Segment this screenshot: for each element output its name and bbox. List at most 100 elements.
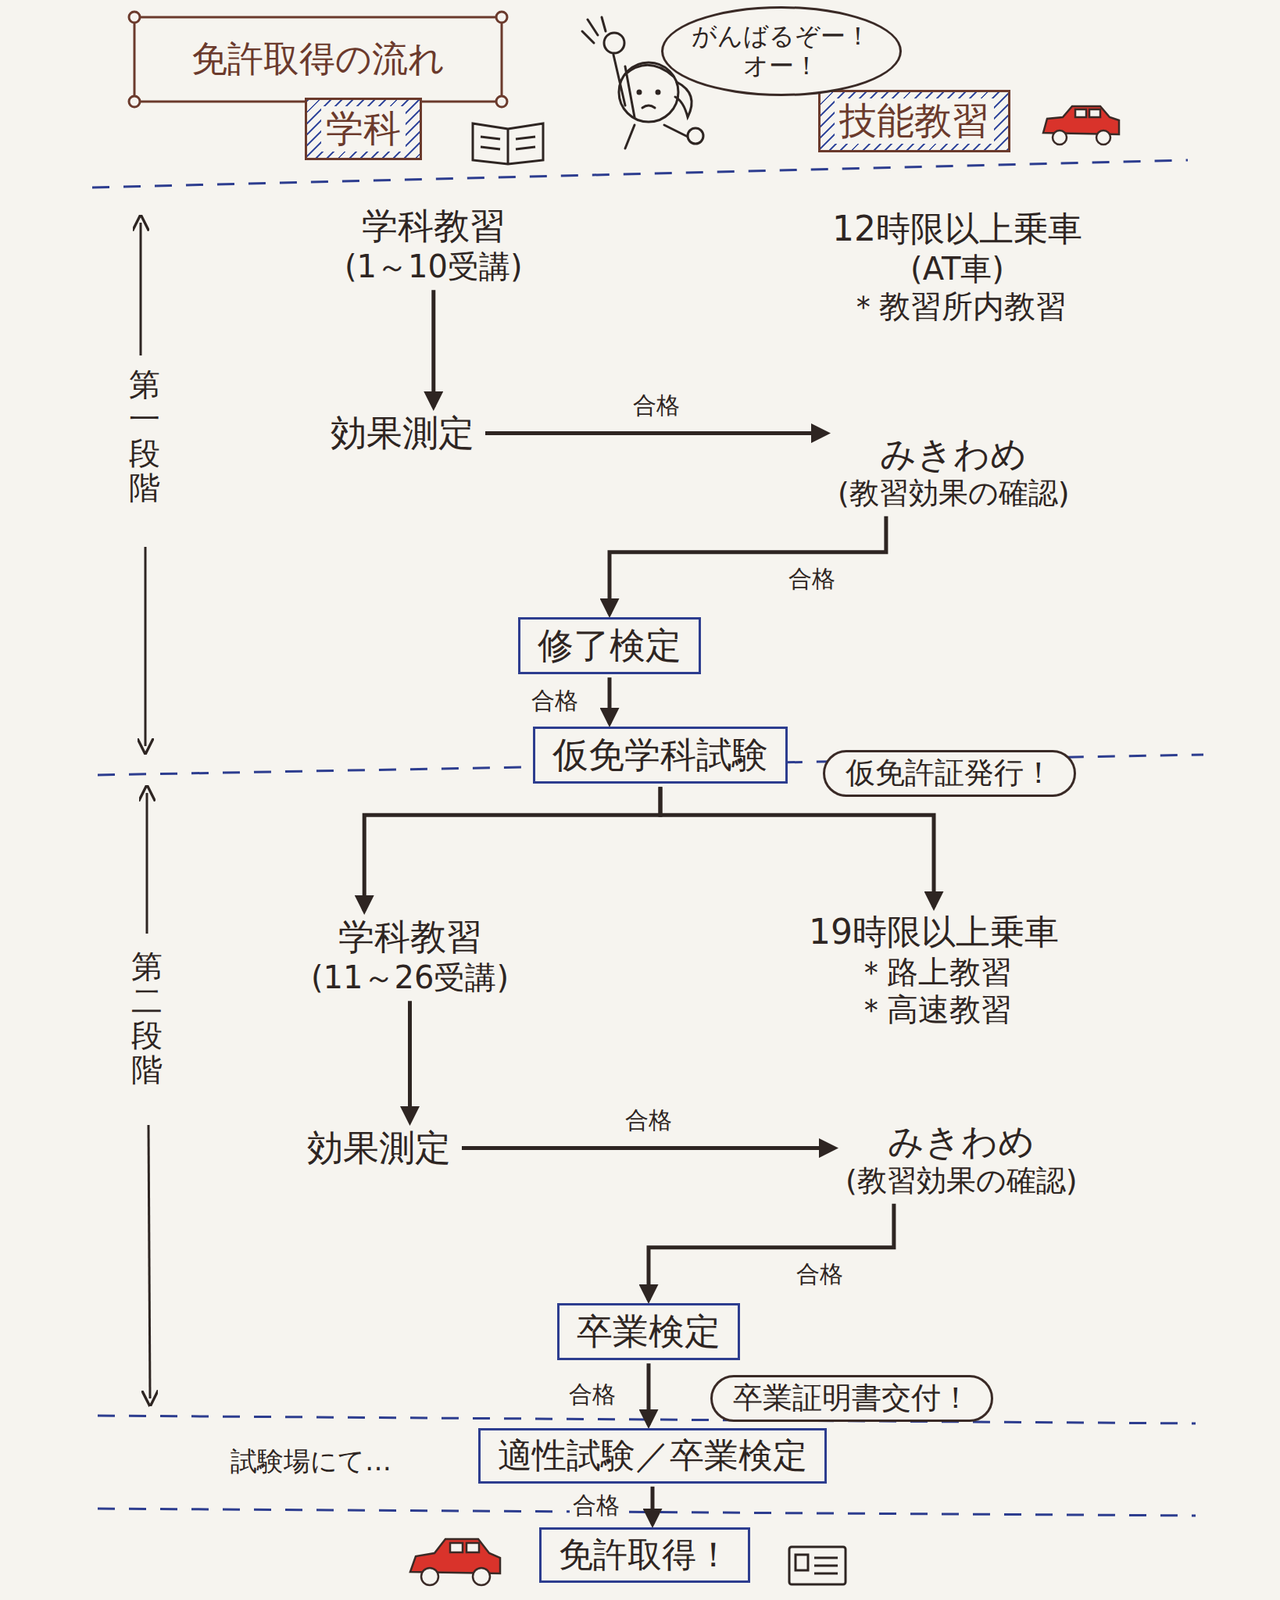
node-text: 適性試験／卒業検定	[497, 1435, 808, 1477]
process-step: 12時限以上乗車(AT車)＊教習所内教習	[827, 207, 1087, 327]
title-frame	[496, 11, 508, 23]
book-icon	[507, 128, 510, 165]
process-box: 適性試験／卒業検定	[478, 1428, 827, 1484]
stage-label: 第一段階	[128, 367, 161, 505]
girl-figure	[582, 31, 594, 43]
license-card-icon	[814, 1557, 838, 1560]
speech-bubble: がんばるぞー！ オー！	[661, 6, 902, 97]
book-icon	[472, 123, 544, 165]
node-text: みきわめ	[837, 432, 1070, 476]
title-frame	[496, 96, 508, 108]
node-text: 技能教習	[834, 98, 994, 144]
process-step: 効果測定	[325, 410, 480, 457]
girl-figure	[625, 125, 635, 149]
license-card-icon	[814, 1565, 838, 1568]
node-text: 仮免許証発行！	[845, 755, 1054, 792]
edge-label: 合格	[785, 564, 839, 594]
license-card-icon	[814, 1573, 838, 1576]
process-step: みきわめ(教習効果の確認)	[833, 431, 1075, 514]
girl-figure	[625, 64, 674, 77]
book-icon	[515, 136, 536, 140]
girl-figure	[601, 17, 606, 32]
flow-arrow	[609, 516, 887, 615]
process-step: 学科教習(11～26受講)	[306, 914, 514, 998]
car-icon	[472, 1568, 490, 1586]
girl-figure	[656, 90, 660, 94]
girl-figure	[637, 90, 641, 94]
edge-label: 合格	[629, 391, 683, 420]
flow-arrow	[650, 1487, 655, 1525]
girl-figure	[675, 82, 692, 118]
node-subtext: ＊高速教習	[808, 990, 1059, 1029]
girl-figure	[625, 66, 635, 118]
process-box: 修了検定	[518, 617, 701, 675]
title-frame	[128, 96, 140, 108]
car-icon	[1089, 109, 1101, 118]
node-text: 12時限以上乗車	[832, 208, 1083, 251]
title-frame	[128, 11, 508, 108]
flow-arrow	[648, 1204, 894, 1301]
license-card-icon	[789, 1547, 846, 1585]
girl-figure	[687, 128, 704, 144]
book-icon	[480, 136, 501, 140]
girl-figure	[642, 105, 655, 108]
edge-label: 合格	[622, 1106, 676, 1135]
flow-arrow	[364, 786, 661, 912]
book-icon	[515, 146, 536, 150]
car-icon	[1096, 130, 1111, 145]
process-step: みきわめ(教習効果の確認)	[840, 1119, 1083, 1202]
node-text: 学科教習	[344, 204, 523, 248]
column-header: 学科	[304, 97, 422, 161]
node-subtext: (教習効果の確認)	[837, 475, 1070, 512]
node-text: 仮免学科試験	[552, 733, 769, 777]
car-icon	[450, 1543, 463, 1553]
node-text: みきわめ	[845, 1120, 1078, 1164]
dashed-divider	[92, 160, 1188, 188]
node-subtext: ＊教習所内教習	[832, 287, 1083, 326]
stage-label: 第二段階	[131, 949, 163, 1087]
car-icon	[410, 1539, 501, 1574]
node-text: 効果測定	[330, 411, 475, 455]
process-step: 19時限以上乗車＊路上教習＊高速教習	[804, 910, 1064, 1030]
diagram-title: 免許取得の流れ	[191, 37, 445, 81]
stage-arrow	[139, 222, 143, 356]
node-text: 卒業検定	[576, 1310, 721, 1354]
book-icon	[472, 123, 544, 165]
girl-figure	[613, 54, 626, 106]
car-icon	[1043, 106, 1120, 135]
dashed-divider	[92, 160, 1204, 1516]
girl-figure	[664, 125, 688, 137]
node-subtext: (11～26受講)	[311, 958, 509, 997]
girl-figure	[618, 62, 679, 122]
process-box: 仮免学科試験	[532, 726, 788, 784]
node-text: 効果測定	[307, 1126, 451, 1170]
car-icon	[466, 1543, 480, 1553]
car-icon	[421, 1568, 439, 1586]
process-step: 学科教習(1～10受講)	[339, 203, 528, 287]
flow-arrow	[485, 431, 827, 436]
license-card-icon	[789, 1547, 846, 1585]
flow-arrow	[431, 289, 436, 408]
edge-label: 合格	[565, 1380, 619, 1409]
node-text: 免許取得！	[558, 1534, 731, 1577]
edge-label: 合格	[793, 1260, 847, 1289]
callout-bubble: 仮免許証発行！	[822, 750, 1077, 798]
title-frame	[128, 11, 140, 23]
car-icon	[1075, 109, 1087, 118]
stage-arrow	[144, 547, 147, 747]
flow-arrow	[660, 786, 934, 908]
node-text: 修了検定	[537, 624, 682, 668]
process-box: 卒業検定	[557, 1303, 741, 1361]
column-header: 技能教習	[818, 89, 1011, 153]
node-text: 卒業証明書交付！	[732, 1380, 971, 1417]
process-step: 効果測定	[302, 1125, 456, 1172]
node-text: がんばるぞー！ オー！	[690, 21, 873, 82]
stage-arrow	[148, 1125, 151, 1399]
note-label: 試験場にて…	[230, 1445, 392, 1478]
license-card-icon	[795, 1555, 809, 1571]
edge-label: 合格	[569, 1491, 623, 1520]
title-frame	[134, 17, 502, 102]
edge-label: 合格	[528, 686, 582, 716]
stage-arrow	[146, 793, 149, 934]
